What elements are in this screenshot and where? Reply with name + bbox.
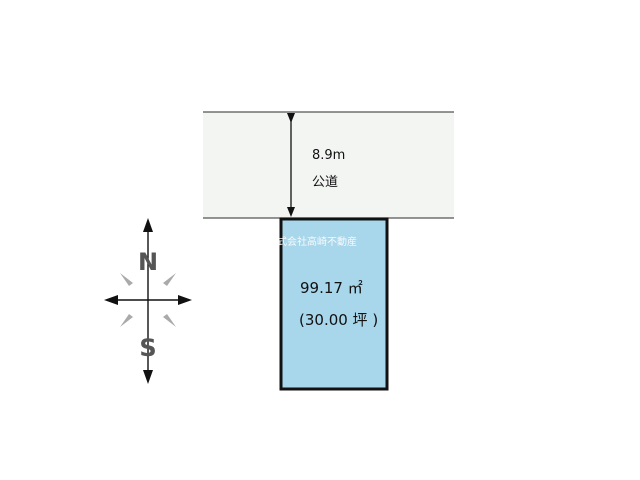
lot-area-tsubo-label: (30.00 坪 ) bbox=[299, 311, 378, 329]
road-width-label: 8.9m bbox=[312, 148, 345, 163]
watermark-text: 式会社高崎不動産 bbox=[277, 235, 357, 248]
road-band bbox=[203, 112, 454, 218]
compass-icon bbox=[104, 218, 192, 384]
lot-parcel bbox=[279, 217, 389, 391]
road-name-label: 公道 bbox=[312, 175, 338, 190]
lot-area-label: 99.17 ㎡ bbox=[300, 279, 363, 297]
compass-north-letter: N bbox=[138, 248, 158, 276]
compass-south-letter: S bbox=[139, 334, 156, 362]
